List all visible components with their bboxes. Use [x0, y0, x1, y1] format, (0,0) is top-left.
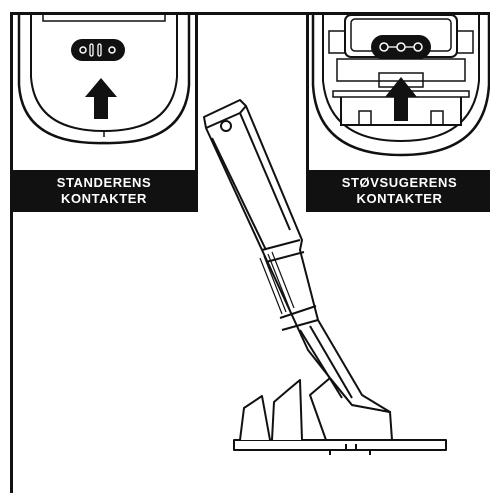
stand-contacts-detail: [13, 15, 195, 170]
vacuum-contacts-label: STØVSUGERENS KONTAKTER: [309, 170, 490, 212]
top-border: [10, 12, 490, 15]
vacuum-contacts-detail: [309, 15, 490, 170]
stand-base: [233, 439, 447, 451]
arrow-up-icon: [385, 77, 417, 121]
vacuum-body: [203, 99, 391, 413]
left-panel-divider: [195, 12, 198, 212]
vacuum-label-line2: KONTAKTER: [356, 191, 443, 206]
vacuum-contact-pill: [371, 35, 431, 59]
arrow-up-icon: [85, 78, 117, 119]
vacuum-label-line1: STØVSUGERENS: [341, 175, 458, 190]
stand-label-line1: STANDERENS: [56, 175, 152, 190]
stand-contacts-illustration: [17, 15, 191, 145]
right-panel-left-border: [306, 12, 309, 212]
stand-label-line2: KONTAKTER: [60, 191, 148, 206]
stand-contacts-label: STANDERENS KONTAKTER: [13, 170, 195, 212]
left-border: [10, 12, 13, 493]
vacuum-contacts-illustration: [311, 15, 490, 157]
